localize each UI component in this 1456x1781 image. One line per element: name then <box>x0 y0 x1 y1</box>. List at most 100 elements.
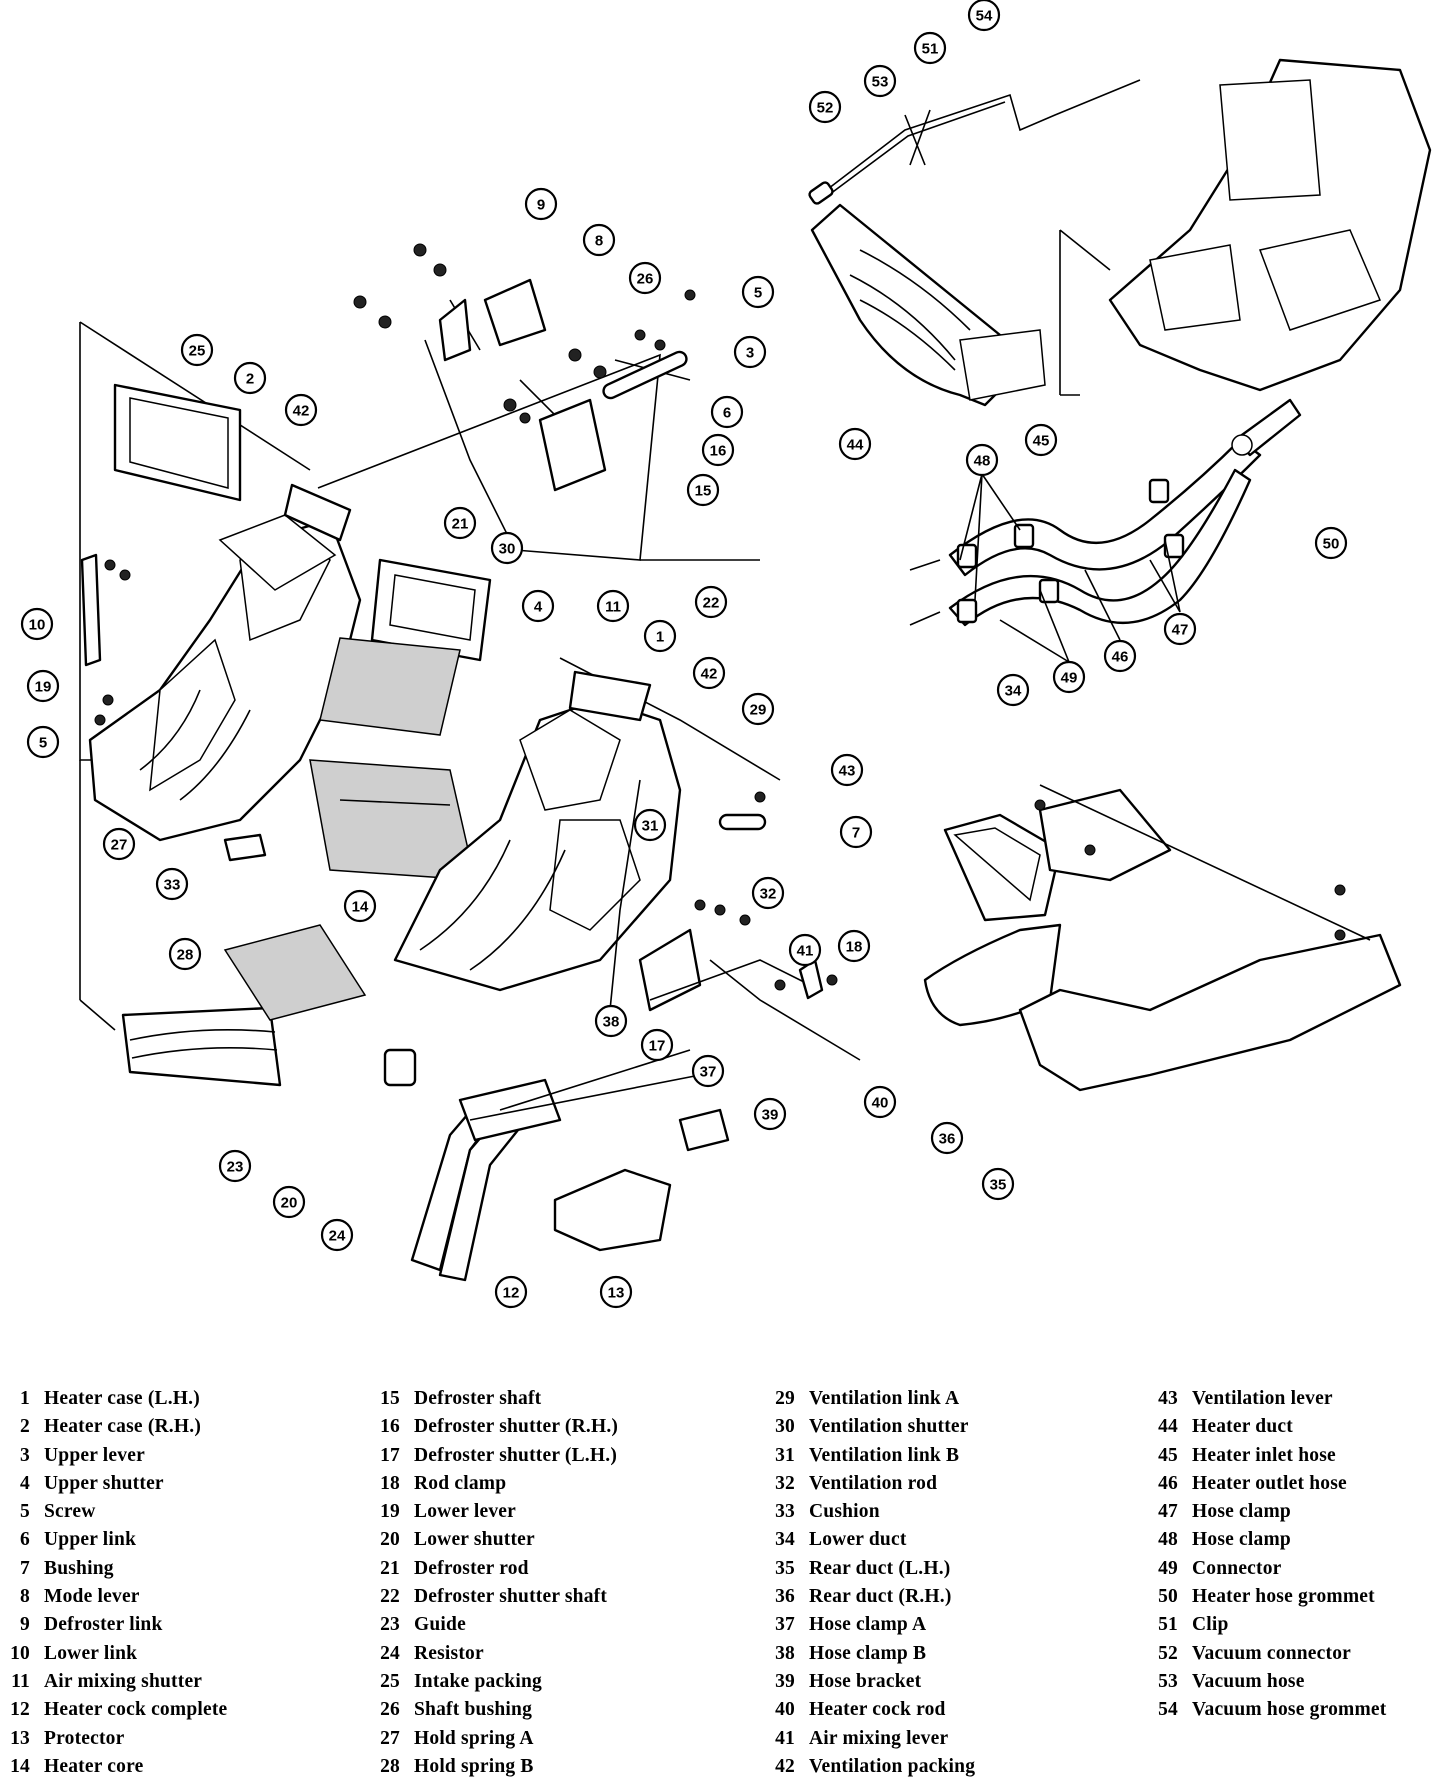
callout-circle <box>168 937 202 971</box>
callout-number: 25 <box>189 343 206 360</box>
legend-label: Ventilation link A <box>809 1388 960 1409</box>
legend-label: Air mixing shutter <box>44 1670 203 1692</box>
callout-42: 42 <box>692 656 726 690</box>
legend-number: 40 <box>775 1699 795 1721</box>
legend-number: 16 <box>380 1416 400 1438</box>
callout-number: 42 <box>293 403 310 420</box>
legend-label: Hold spring A <box>414 1727 534 1749</box>
legend-number: 1 <box>20 1388 30 1409</box>
callout-10: 10 <box>20 607 54 641</box>
legend-number: 30 <box>775 1416 795 1438</box>
legend-label: Protector <box>44 1727 125 1749</box>
callout-circle <box>26 725 60 759</box>
callout-circle <box>1024 423 1058 457</box>
callout-27: 27 <box>102 827 136 861</box>
legend-number: 27 <box>380 1727 400 1749</box>
callout-circle <box>233 361 267 395</box>
callout-number: 54 <box>976 8 993 25</box>
legend-item: 27 Hold spring A <box>370 1725 618 1753</box>
callout-circle <box>26 669 60 703</box>
callout-9: 9 <box>524 187 558 221</box>
callout-circle <box>218 1149 252 1183</box>
legend-number: 6 <box>20 1529 30 1551</box>
callout-number: 35 <box>990 1177 1007 1194</box>
callout-circle <box>1314 526 1348 560</box>
legend-label: Air mixing lever <box>809 1727 949 1749</box>
legend-number: 31 <box>775 1444 795 1466</box>
callout-circle <box>753 1097 787 1131</box>
callout-44: 44 <box>838 427 872 461</box>
legend-number: 45 <box>1158 1444 1178 1466</box>
legend-label: Vacuum hose grommet <box>1192 1699 1387 1721</box>
legend-label: Rear duct (L.H.) <box>809 1557 951 1579</box>
hose-clamps <box>956 478 1185 624</box>
parts-drawing <box>79 58 1432 1282</box>
legend-number: 22 <box>380 1586 400 1608</box>
callout-54: 54 <box>967 0 1001 32</box>
legend-label: Defroster link <box>44 1614 163 1636</box>
legend-number: 50 <box>1158 1586 1178 1608</box>
callout-11: 11 <box>596 589 630 623</box>
legend-label: Lower duct <box>809 1529 907 1551</box>
callout-circle <box>981 1167 1015 1201</box>
callout-circle <box>733 335 767 369</box>
callout-circle <box>965 443 999 477</box>
legend-number: 37 <box>775 1614 795 1636</box>
callout-number: 5 <box>754 285 762 302</box>
legend-number: 10 <box>10 1642 30 1664</box>
callout-circle <box>1052 660 1086 694</box>
callout-29: 29 <box>741 692 775 726</box>
callout-circle <box>643 619 677 653</box>
legend-label: Ventilation link B <box>809 1444 960 1466</box>
callout-circle <box>102 827 136 861</box>
legend-label: Hose clamp <box>1192 1529 1291 1551</box>
legend-number: 3 <box>20 1444 30 1466</box>
callout-number: 10 <box>29 617 46 634</box>
callout-number: 44 <box>847 437 864 454</box>
legend-label: Heater duct <box>1192 1416 1293 1438</box>
callout-circle <box>599 1275 633 1309</box>
callout-circle <box>838 427 872 461</box>
legend-number: 12 <box>10 1699 30 1721</box>
callout-circle <box>863 64 897 98</box>
legend-number: 15 <box>380 1388 400 1409</box>
callout-circle <box>691 1054 725 1088</box>
callout-number: 4 <box>534 599 543 616</box>
callout-circle <box>837 929 871 963</box>
legend-number: 23 <box>380 1614 400 1636</box>
callout-23: 23 <box>218 1149 252 1183</box>
callout-50: 50 <box>1314 526 1348 560</box>
legend-number: 46 <box>1158 1472 1178 1494</box>
callout-43: 43 <box>830 753 864 787</box>
legend-label: Rod clamp <box>414 1472 507 1494</box>
legend-number: 32 <box>775 1472 795 1494</box>
callout-circle <box>628 261 662 295</box>
callout-number: 37 <box>700 1064 717 1081</box>
callout-19: 19 <box>26 669 60 703</box>
callout-circle <box>686 473 720 507</box>
callout-number: 13 <box>608 1285 625 1302</box>
callout-circle <box>596 589 630 623</box>
callout-number: 31 <box>642 818 659 835</box>
legend-label: Screw <box>44 1501 96 1523</box>
callout-number: 1 <box>656 629 664 646</box>
callout-5: 5 <box>26 725 60 759</box>
callout-circle <box>443 506 477 540</box>
legend-number: 34 <box>775 1529 795 1551</box>
